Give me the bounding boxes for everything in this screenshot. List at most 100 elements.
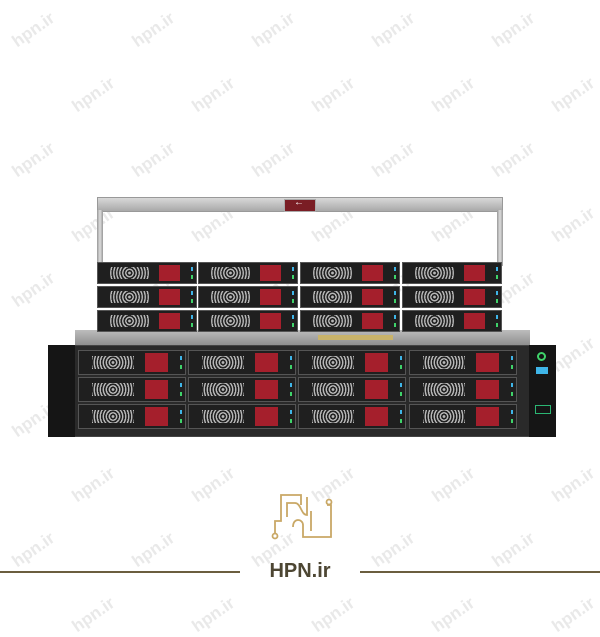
drive-grill — [201, 410, 245, 423]
watermark-text: hpn.ir — [428, 73, 479, 116]
drive-bay[interactable] — [97, 310, 197, 332]
drive-bay[interactable] — [78, 404, 186, 429]
drive-grill — [414, 291, 454, 303]
watermark-text: hpn.ir — [368, 8, 419, 51]
drive-bay[interactable] — [300, 310, 400, 332]
drive-latch[interactable] — [158, 264, 181, 282]
hpn-logo-icon — [271, 494, 333, 540]
power-icon — [537, 352, 546, 361]
drive-latch[interactable] — [259, 288, 282, 306]
drive-bay[interactable] — [97, 262, 197, 284]
drive-bay[interactable] — [402, 286, 502, 308]
drive-latch[interactable] — [364, 406, 389, 427]
drive-led — [289, 419, 292, 424]
drive-led — [496, 275, 499, 279]
watermark-text: hpn.ir — [308, 73, 359, 116]
drive-led — [292, 323, 295, 327]
drive-bay[interactable] — [409, 404, 517, 429]
drive-led — [292, 315, 295, 319]
watermark-text: hpn.ir — [8, 8, 59, 51]
drive-latch[interactable] — [158, 312, 181, 330]
drive-led — [399, 355, 402, 360]
drive-latch[interactable] — [144, 352, 169, 373]
drive-latch[interactable] — [364, 379, 389, 400]
drive-led — [510, 365, 513, 370]
drive-led — [510, 392, 513, 397]
drive-bay[interactable] — [78, 350, 186, 375]
drive-bay[interactable] — [300, 262, 400, 284]
drive-led — [191, 315, 194, 319]
drive-grill — [422, 383, 466, 396]
drive-led — [191, 299, 194, 303]
drive-bay[interactable] — [298, 350, 406, 375]
drive-led — [191, 323, 194, 327]
drive-grill — [91, 383, 135, 396]
drive-grill — [109, 291, 149, 303]
drive-led — [179, 355, 182, 360]
drive-latch[interactable] — [144, 406, 169, 427]
drive-led — [292, 291, 295, 295]
drive-bay[interactable] — [78, 377, 186, 402]
drive-latch[interactable] — [361, 312, 384, 330]
drive-grill — [312, 291, 352, 303]
hpe-logo-icon — [535, 405, 551, 414]
drive-latch[interactable] — [364, 352, 389, 373]
drive-bay[interactable] — [97, 286, 197, 308]
drive-led — [496, 315, 499, 319]
drive-latch[interactable] — [361, 288, 384, 306]
watermark-text: hpn.ir — [548, 203, 599, 246]
drive-grill — [422, 356, 466, 369]
drive-latch[interactable] — [158, 288, 181, 306]
drive-bay[interactable] — [402, 262, 502, 284]
drive-led — [179, 419, 182, 424]
drive-latch[interactable] — [463, 264, 486, 282]
drive-led — [394, 323, 397, 327]
drive-latch[interactable] — [254, 406, 279, 427]
drive-led — [179, 365, 182, 370]
drive-latch[interactable] — [259, 312, 282, 330]
watermark-text: hpn.ir — [548, 333, 599, 376]
drive-latch[interactable] — [475, 406, 500, 427]
drive-bay[interactable] — [198, 286, 298, 308]
drive-latch[interactable] — [361, 264, 384, 282]
drive-led — [179, 382, 182, 387]
drive-bay[interactable] — [198, 262, 298, 284]
drive-led — [289, 355, 292, 360]
watermark-text: hpn.ir — [128, 138, 179, 181]
divider-right — [360, 571, 600, 573]
divider-left — [0, 571, 240, 573]
drive-bay[interactable] — [298, 404, 406, 429]
watermark-text: hpn.ir — [488, 8, 539, 51]
watermark-text: hpn.ir — [248, 138, 299, 181]
drive-latch[interactable] — [259, 264, 282, 282]
drive-latch[interactable] — [144, 379, 169, 400]
handle-release-button: ← — [284, 197, 316, 212]
drive-latch[interactable] — [475, 379, 500, 400]
drive-led — [191, 291, 194, 295]
drive-grill — [312, 267, 352, 279]
drive-bay[interactable] — [298, 377, 406, 402]
drive-grill — [311, 383, 355, 396]
drive-led — [179, 409, 182, 414]
drive-bay[interactable] — [402, 310, 502, 332]
drive-led — [496, 267, 499, 271]
drive-bay[interactable] — [300, 286, 400, 308]
chassis-lid — [75, 330, 530, 347]
drive-led — [399, 382, 402, 387]
drive-latch[interactable] — [463, 312, 486, 330]
drive-bay[interactable] — [409, 350, 517, 375]
drive-bay[interactable] — [188, 404, 296, 429]
drive-bay[interactable] — [409, 377, 517, 402]
drive-bay[interactable] — [188, 350, 296, 375]
drive-latch[interactable] — [475, 352, 500, 373]
watermark-text: hpn.ir — [368, 138, 419, 181]
drive-led — [289, 392, 292, 397]
drive-latch[interactable] — [254, 352, 279, 373]
uid-indicator — [536, 367, 548, 374]
arrow-left-icon: ← — [294, 197, 304, 208]
drive-latch[interactable] — [254, 379, 279, 400]
drive-led — [394, 275, 397, 279]
drive-bay[interactable] — [188, 377, 296, 402]
drive-latch[interactable] — [463, 288, 486, 306]
drive-bay[interactable] — [198, 310, 298, 332]
